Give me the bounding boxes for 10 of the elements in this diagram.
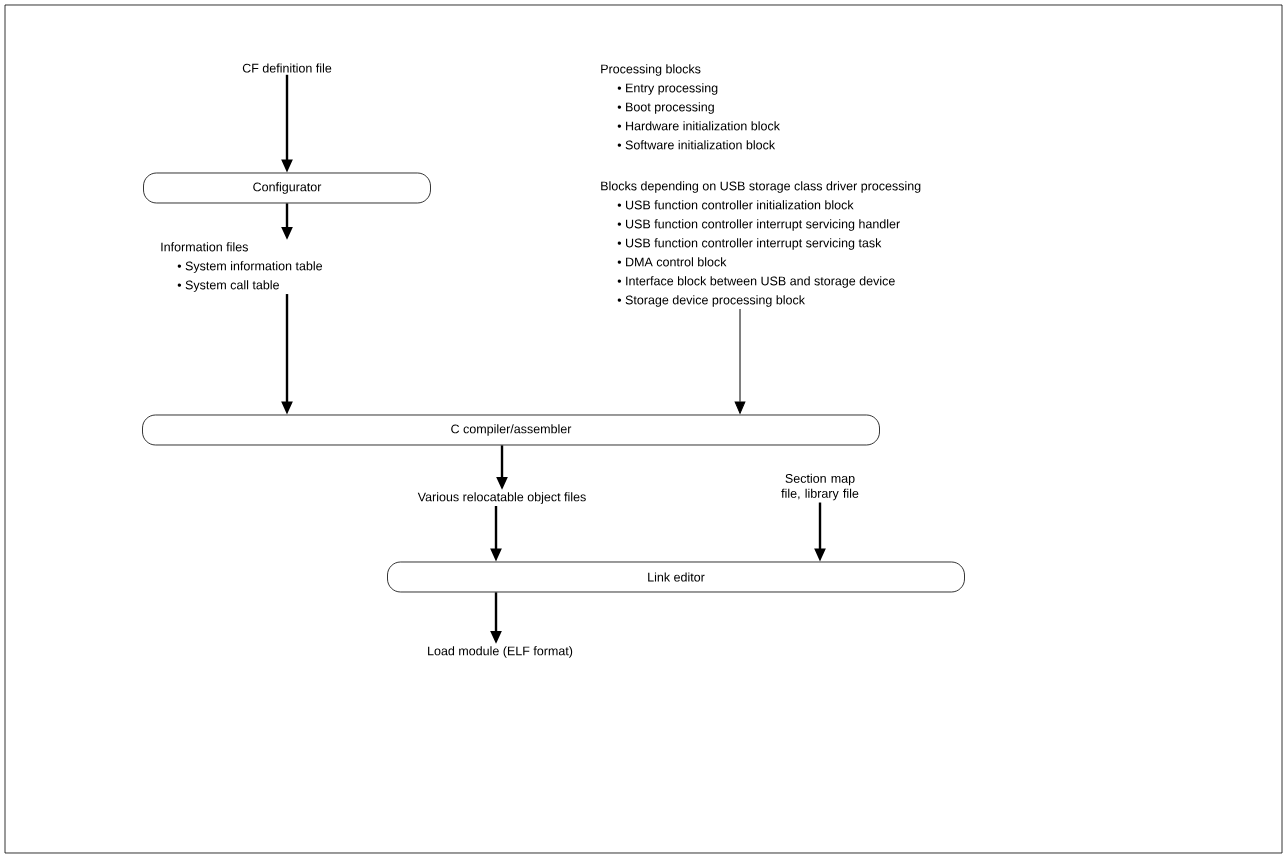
process-box: C compiler/assembler <box>142 414 880 446</box>
file-label: Load module (ELF format) <box>428 646 573 658</box>
file-label: Various relocatable object files <box>417 492 586 504</box>
process-box: Configurator <box>143 172 431 204</box>
text-list: Information files • System information table • System call table <box>161 242 323 292</box>
file-label: Section map file, library file <box>781 473 859 501</box>
text-list: Processing blocks • Entry processing • Boot processing • Hardware initialization block • Software initialization block Blocks depending on USB storage class driver processing • USB function controller initialization block • USB function controller interrupt servicing handler • USB function controller interrupt servicing task • DMA control block • Interface block between USB and storage device • Storage device processing block <box>601 64 921 307</box>
process-box: Link editor <box>387 561 965 593</box>
file-label: CF definition file <box>242 63 332 73</box>
arrow <box>734 308 746 414</box>
